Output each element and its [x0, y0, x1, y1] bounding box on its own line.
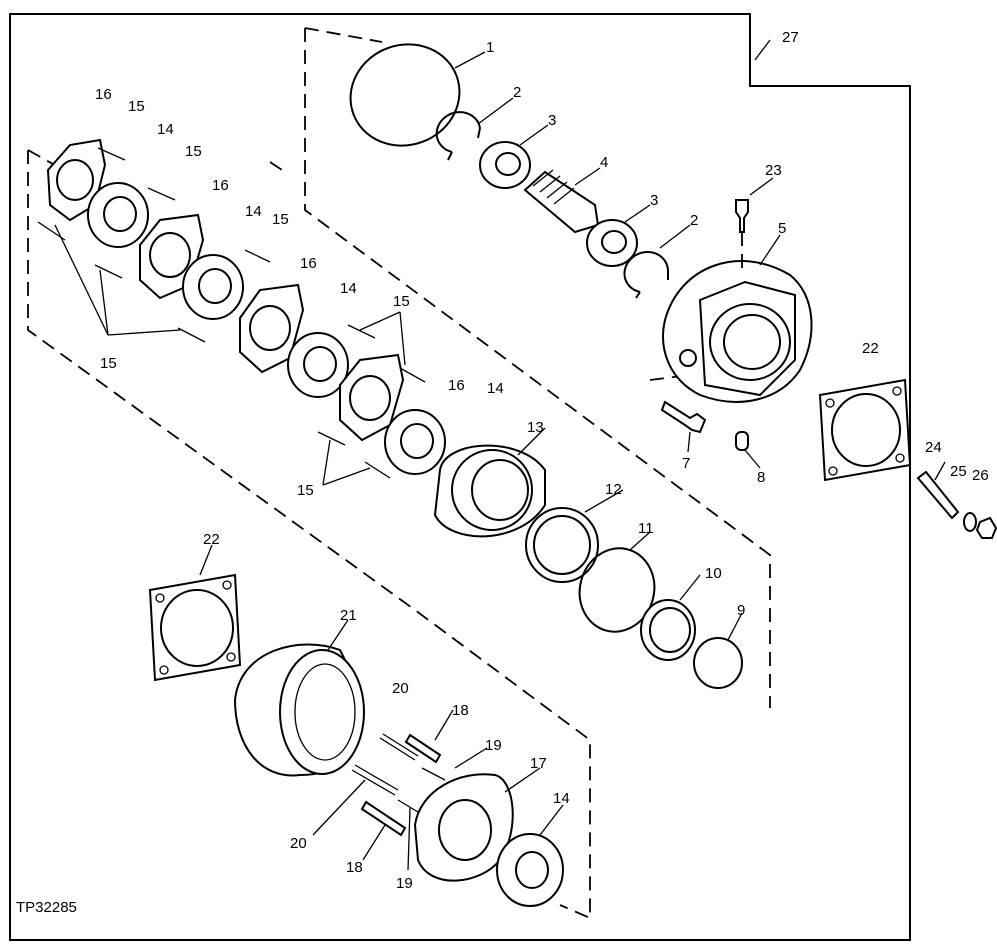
plate-17	[413, 773, 514, 882]
callout-14d: 14	[487, 380, 504, 397]
callout-4: 4	[600, 154, 608, 171]
callout-18a: 18	[452, 702, 469, 719]
snap-ring-2b	[623, 251, 669, 299]
callout-22b: 22	[203, 531, 220, 548]
bearing-3a-inner	[495, 152, 521, 176]
callout-15d: 15	[393, 293, 410, 310]
callout-7: 7	[682, 455, 690, 472]
friction-disc-14c	[287, 332, 349, 398]
spring-19a	[421, 767, 446, 781]
callout-9: 9	[737, 602, 745, 619]
callout-17: 17	[530, 755, 547, 772]
callout-3a: 3	[548, 112, 556, 129]
callout-14b: 14	[245, 203, 262, 220]
callout-19a: 19	[485, 737, 502, 754]
gasket-22b-hole	[160, 589, 234, 667]
separator-plate-16c	[239, 283, 305, 374]
dashed-group-outline-upper	[304, 27, 771, 708]
callout-11: 11	[638, 520, 654, 537]
bolt-7	[660, 400, 707, 434]
callout-8: 8	[757, 469, 765, 486]
callout-16d: 16	[448, 377, 465, 394]
piston-13	[433, 444, 546, 538]
callout-22a: 22	[862, 340, 879, 357]
callout-21: 21	[340, 607, 357, 624]
spring-20b	[351, 764, 399, 796]
spring-20a	[379, 733, 419, 761]
callout-15b: 15	[185, 143, 202, 160]
o-ring-11	[578, 547, 656, 633]
callout-13: 13	[527, 419, 544, 436]
diagram-border	[9, 13, 911, 941]
callout-14c: 14	[340, 280, 357, 297]
callout-24: 24	[925, 439, 942, 456]
callout-16b: 16	[212, 177, 229, 194]
callout-2a: 2	[513, 84, 521, 101]
callout-10: 10	[705, 565, 722, 582]
grease-fitting-23	[735, 199, 749, 233]
gasket-22b-bolt-holes	[155, 580, 236, 675]
callout-19b: 19	[396, 875, 413, 892]
separator-plate-16a	[46, 138, 107, 222]
callout-16a: 16	[95, 86, 112, 103]
spring-19b	[397, 799, 419, 813]
gasket-22a-bolt-holes	[825, 386, 905, 476]
dashed-group-outline-plates	[27, 150, 591, 920]
housing-5-port	[679, 349, 697, 367]
callout-26: 26	[972, 467, 989, 484]
shaft-4	[523, 170, 600, 234]
callout-15e: 15	[100, 355, 117, 372]
friction-disc-14b	[182, 254, 244, 320]
snap-ring-2a	[435, 111, 481, 161]
separator-plate-16d	[339, 353, 405, 442]
callout-15c: 15	[272, 211, 289, 228]
callout-27: 27	[782, 29, 799, 46]
callout-16c: 16	[300, 255, 317, 272]
housing-5-bore-inner	[723, 314, 781, 370]
callout-25: 25	[950, 463, 967, 480]
pin-18a	[404, 733, 442, 764]
callout-3b: 3	[650, 192, 658, 209]
callout-23: 23	[765, 162, 782, 179]
o-ring-1	[349, 43, 461, 147]
figure-id: TP32285	[16, 899, 77, 916]
friction-disc-14d	[384, 409, 446, 475]
callout-18b: 18	[346, 859, 363, 876]
callout-5: 5	[778, 220, 786, 237]
callout-labels: 1 2 3 4 3 2 5 23 22 7 8 24 25 26 27 16 1…	[95, 29, 989, 892]
callout-14a: 14	[157, 121, 174, 138]
pin-18b	[360, 800, 407, 837]
stud-24	[916, 470, 960, 520]
seal-ring-12	[525, 507, 599, 583]
friction-disc-14e	[496, 833, 564, 907]
callout-1: 1	[486, 39, 494, 56]
nut-26	[975, 516, 997, 539]
callout-14e: 14	[553, 790, 570, 807]
callout-20a: 20	[392, 680, 409, 697]
callout-20b: 20	[290, 835, 307, 852]
o-ring-9	[693, 637, 743, 689]
bearing-3b-inner	[601, 230, 627, 254]
leader-lines	[54, 39, 946, 871]
washer-25	[963, 512, 977, 532]
callout-15a: 15	[128, 98, 145, 115]
callout-15f: 15	[297, 482, 314, 499]
callout-12: 12	[605, 481, 622, 498]
seal-10	[640, 599, 696, 661]
drum-21	[233, 643, 365, 777]
gasket-22a-hole	[831, 393, 901, 467]
pin-8	[735, 431, 749, 451]
friction-disc-14a	[87, 182, 149, 248]
springs-15	[37, 147, 426, 479]
shaft-4-splines	[532, 169, 575, 205]
callout-2b: 2	[690, 212, 698, 229]
